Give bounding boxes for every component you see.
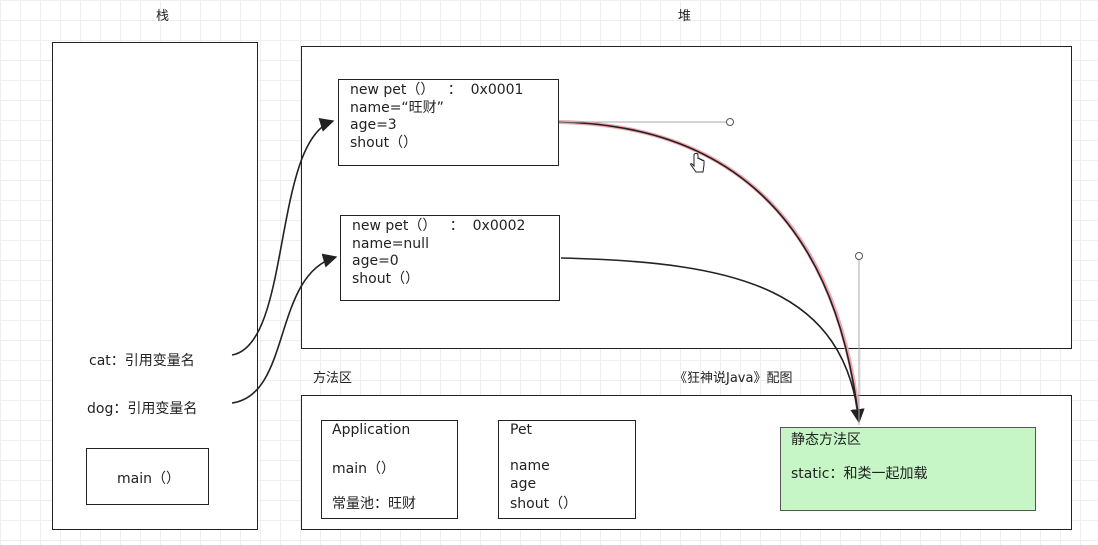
pet-object-0x0002: new pet（） ： 0x0002 name=null age=0 shout…: [340, 215, 560, 301]
stack-title: 栈: [156, 9, 170, 24]
pet-class-title: Pet: [510, 422, 533, 438]
selection-handle-1: [726, 118, 734, 126]
obj2-static-arrow: [560, 257, 860, 423]
cat-reference-arrow: [231, 118, 335, 356]
pet-field-name: name: [510, 458, 550, 474]
static-area-title: 静态方法区: [791, 432, 861, 448]
obj2-line3: age=0: [352, 253, 399, 269]
application-title: Application: [332, 422, 411, 438]
obj2-line1: new pet（） ： 0x0002: [352, 218, 526, 234]
static-area-desc: static：和类一起加载: [791, 466, 928, 482]
application-class-box: Application main（） 常量池：旺财: [321, 420, 458, 519]
pet-method-shout: shout（）: [510, 496, 578, 512]
heap-title: 堆: [678, 9, 692, 24]
obj1-line2: name=“旺财”: [350, 99, 444, 116]
obj1-line4: shout（）: [350, 134, 418, 151]
constant-pool: 常量池：旺财: [332, 496, 416, 512]
main-frame-label: main（）: [117, 471, 180, 487]
obj1-static-arrow-highlight: [558, 120, 861, 419]
selection-handle-2: [855, 252, 863, 260]
pet-object-0x0001: new pet（） ： 0x0001 name=“旺财” age=3 shout…: [338, 79, 559, 166]
hand-cursor-icon: [690, 153, 705, 173]
obj1-line3: age=3: [350, 117, 397, 133]
figure-caption: 《狂神说Java》配图: [674, 371, 793, 386]
application-main: main（）: [332, 461, 395, 477]
obj1-line1: new pet（） ： 0x0001: [350, 82, 524, 98]
pet-field-age: age: [510, 476, 537, 492]
obj1-static-arrow: [558, 121, 865, 424]
cat-reference: cat：引用变量名: [89, 353, 195, 369]
main-frame-box: main（）: [86, 448, 209, 505]
static-method-area: 静态方法区 static：和类一起加载: [780, 427, 1036, 511]
dog-reference-arrow: [231, 253, 338, 404]
obj2-line4: shout（）: [352, 270, 420, 287]
obj2-line2: name=null: [352, 235, 429, 252]
dog-reference: dog：引用变量名: [87, 401, 198, 417]
method-area-title: 方法区: [313, 371, 353, 386]
pet-class-box: Pet name age shout（）: [498, 420, 636, 519]
